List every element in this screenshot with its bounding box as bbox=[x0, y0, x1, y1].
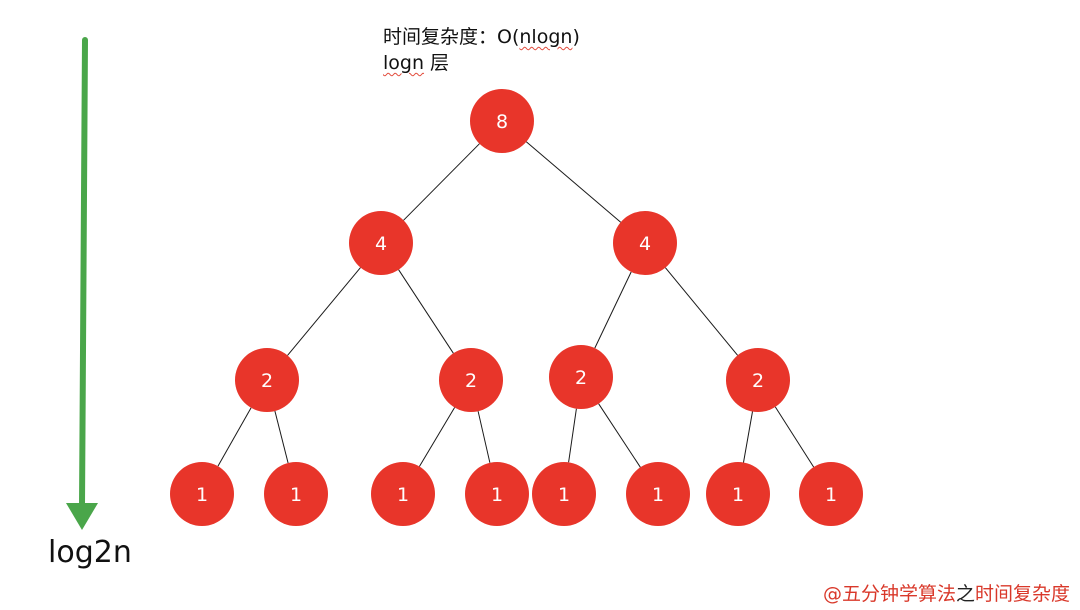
tree-node-l2-2: 2 bbox=[549, 345, 613, 409]
tree-node-l1-1: 4 bbox=[613, 211, 677, 275]
complexity-suffix: ) bbox=[572, 26, 580, 48]
complexity-term: nlogn bbox=[519, 26, 573, 48]
tree-node-l3-4: 1 bbox=[532, 462, 596, 526]
tree-edge-l2-1 bbox=[398, 269, 454, 354]
tree-node-value: 1 bbox=[825, 484, 837, 506]
tree-node-value: 1 bbox=[290, 484, 302, 506]
tree-edge-l3-1 bbox=[274, 410, 289, 464]
tree-node-circle bbox=[532, 462, 596, 526]
tree-node-l0-0: 8 bbox=[470, 89, 534, 153]
tree-node-circle bbox=[439, 348, 503, 412]
tree-node-l3-7: 1 bbox=[799, 462, 863, 526]
levels-unit: 层 bbox=[424, 52, 450, 74]
tree-node-value: 1 bbox=[558, 484, 570, 506]
tree-node-value: 2 bbox=[752, 370, 764, 392]
tree-node-circle bbox=[613, 211, 677, 275]
complexity-header: 时间复杂度：O(nlogn) logn 层 bbox=[383, 24, 580, 76]
tree-node-value: 1 bbox=[397, 484, 409, 506]
tree-node-value: 2 bbox=[575, 367, 587, 389]
tree-node-l2-0: 2 bbox=[235, 348, 299, 412]
tree-node-value: 4 bbox=[375, 233, 387, 255]
tree-node-circle bbox=[371, 462, 435, 526]
tree-node-l2-3: 2 bbox=[726, 348, 790, 412]
tree-node-value: 1 bbox=[196, 484, 208, 506]
tree-node-circle bbox=[799, 462, 863, 526]
tree-node-l3-6: 1 bbox=[706, 462, 770, 526]
tree-edge-l3-5 bbox=[598, 403, 641, 468]
tree-node-l3-0: 1 bbox=[170, 462, 234, 526]
levels-note: logn 层 bbox=[383, 50, 580, 76]
tree-node-value: 1 bbox=[491, 484, 503, 506]
tree-edge-l2-3 bbox=[665, 267, 738, 356]
tree-edge-l3-7 bbox=[774, 406, 815, 468]
levels-arrow-head bbox=[66, 503, 98, 530]
watermark: @五分钟学算法之时间复杂度 bbox=[823, 581, 1070, 607]
tree-node-value: 2 bbox=[261, 370, 273, 392]
tree-edge-l3-0 bbox=[217, 407, 252, 467]
tree-edge-l3-4 bbox=[568, 408, 577, 463]
tree-node-value: 1 bbox=[652, 484, 664, 506]
tree-node-value: 8 bbox=[496, 111, 508, 133]
tree-node-circle bbox=[726, 348, 790, 412]
tree-edge-l3-3 bbox=[477, 411, 491, 463]
tree-node-l2-1: 2 bbox=[439, 348, 503, 412]
tree-node-value: 2 bbox=[465, 370, 477, 392]
tree-edge-l2-2 bbox=[594, 271, 632, 349]
tree-node-l3-1: 1 bbox=[264, 462, 328, 526]
tree-edge-l2-0 bbox=[287, 267, 361, 356]
tree-edges bbox=[217, 141, 815, 468]
tree-node-l3-5: 1 bbox=[626, 462, 690, 526]
levels-term: logn bbox=[383, 52, 425, 74]
levels-arrow-shaft bbox=[79, 37, 88, 509]
tree-edge-l3-6 bbox=[743, 411, 753, 463]
tree-node-circle bbox=[549, 345, 613, 409]
tree-node-circle bbox=[235, 348, 299, 412]
watermark-joiner: 之 bbox=[955, 583, 975, 605]
tree-node-circle bbox=[349, 211, 413, 275]
levels-arrow bbox=[66, 37, 98, 530]
levels-axis-label: log2n bbox=[48, 535, 132, 570]
tree-node-circle bbox=[706, 462, 770, 526]
tree-node-value: 4 bbox=[639, 233, 651, 255]
tree-edge-l1-0 bbox=[403, 143, 480, 221]
tree-node-value: 1 bbox=[732, 484, 744, 506]
tree-edge-l3-2 bbox=[418, 407, 456, 467]
tree-node-l3-3: 1 bbox=[465, 462, 529, 526]
tree-node-circle bbox=[170, 462, 234, 526]
complexity-formula: 时间复杂度：O(nlogn) bbox=[383, 24, 580, 50]
tree-node-circle bbox=[264, 462, 328, 526]
tree-node-l3-2: 1 bbox=[371, 462, 435, 526]
tree-node-circle bbox=[470, 89, 534, 153]
tree-node-circle bbox=[465, 462, 529, 526]
tree-nodes: 8 4 4 2 2 2 2 1 1 1 1 1 1 1 1 bbox=[170, 89, 863, 526]
tree-edge-l1-1 bbox=[525, 141, 622, 223]
tree-node-l1-0: 4 bbox=[349, 211, 413, 275]
watermark-author: @五分钟学算法 bbox=[822, 583, 956, 605]
watermark-topic: 时间复杂度 bbox=[974, 583, 1070, 605]
complexity-prefix: 时间复杂度：O( bbox=[383, 26, 520, 48]
tree-node-circle bbox=[626, 462, 690, 526]
